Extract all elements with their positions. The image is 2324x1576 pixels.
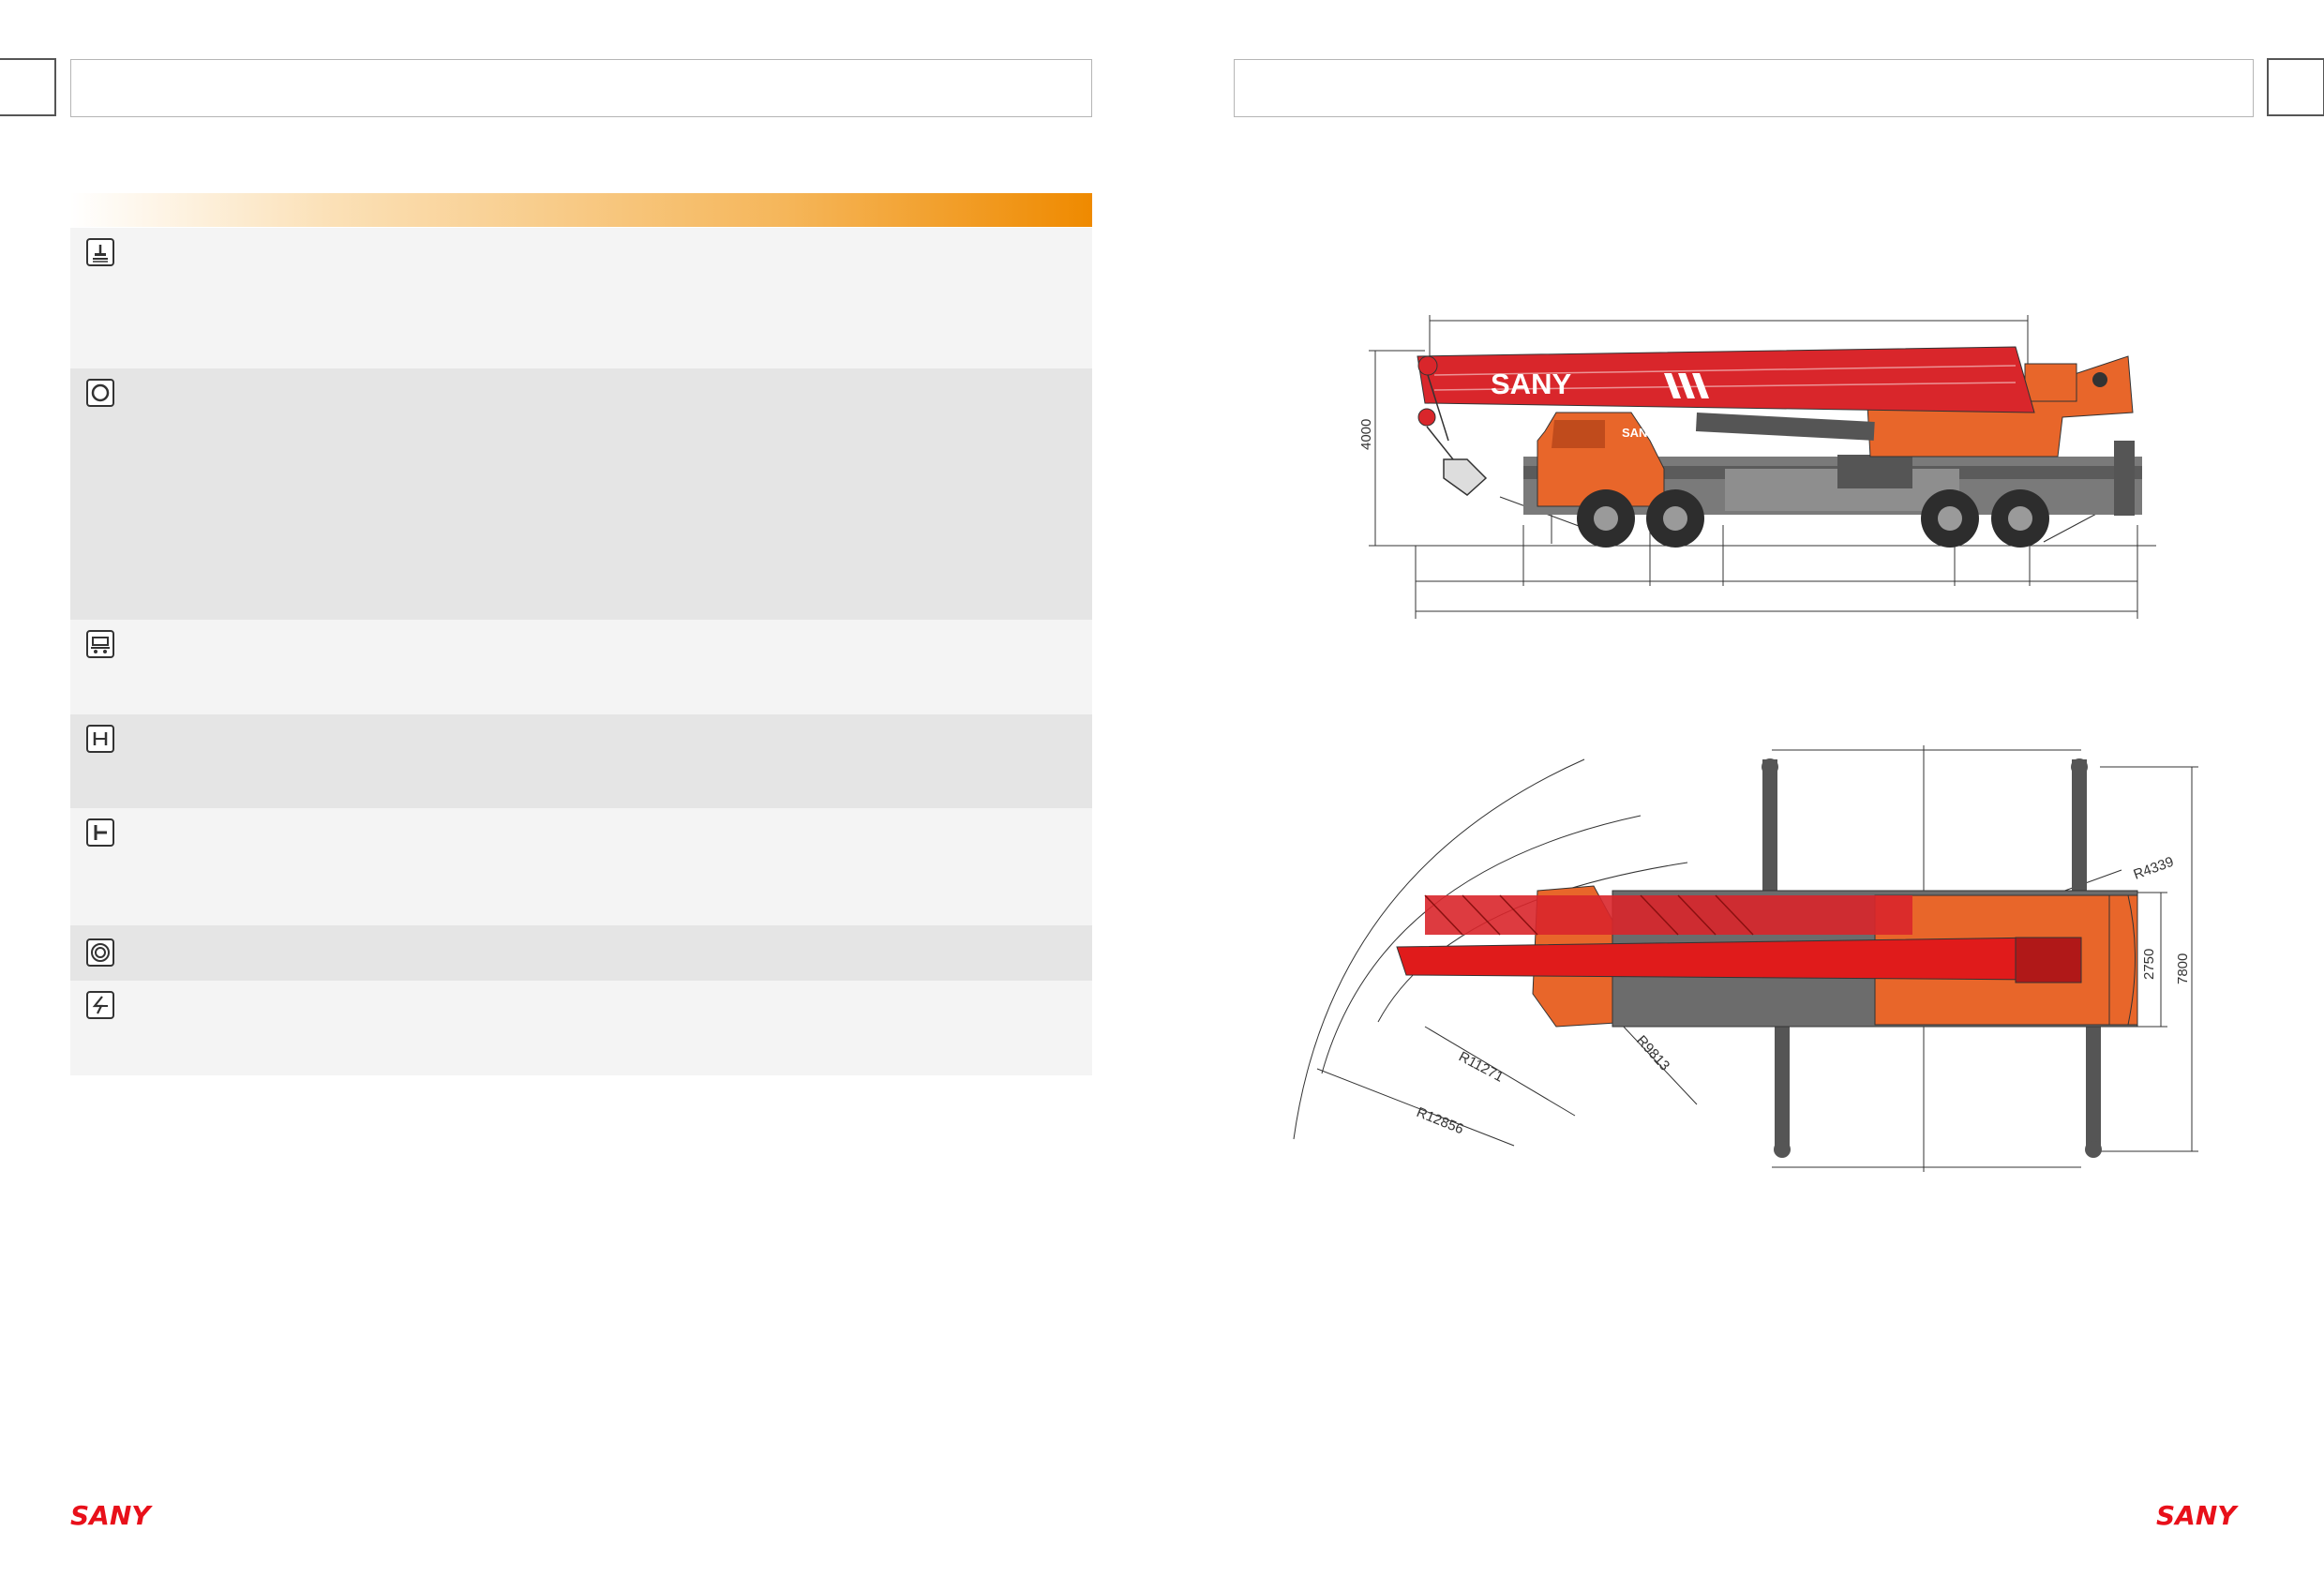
electrical-icon <box>86 991 114 1019</box>
radius-label-r11271: R11271 <box>1456 1049 1506 1086</box>
crane-top-view-drawing: R12856 R11271 R9813 R4339 2750 7800 <box>1293 745 2198 1172</box>
wheels <box>1577 489 2049 548</box>
left-page-tab <box>0 58 56 116</box>
right-footer-logo: SANY <box>2156 1500 2237 1538</box>
right-header-box <box>1234 59 2254 117</box>
crane-side-view-drawing: 4000 SANY SANY <box>1358 315 2156 619</box>
width-dimension-2750: 2750 <box>2141 949 2157 980</box>
side-height-dimension: 4000 <box>1358 419 1374 450</box>
radius-label-r12856: R12856 <box>1415 1104 1466 1137</box>
right-page-tab <box>2267 58 2324 116</box>
left-footer-logo: SANY <box>70 1500 151 1538</box>
cab-logo: SANY <box>1622 426 1656 440</box>
axle-icon <box>86 725 114 753</box>
steering-wheel-icon <box>86 379 114 407</box>
outriggers <box>1762 758 2102 1158</box>
spec-row-control <box>70 228 1092 368</box>
radius-label-r9813: R9813 <box>1633 1032 1672 1073</box>
hook-block <box>1443 458 1488 496</box>
radius-label-r4339: R4339 <box>2132 854 2176 883</box>
right-footer-logo-text: SANY <box>2156 1500 2237 1531</box>
spec-row-tire <box>70 925 1092 981</box>
left-header-box <box>70 59 1092 117</box>
spec-row-outrigger <box>70 808 1092 925</box>
left-footer-logo-text: SANY <box>70 1500 151 1531</box>
chassis-frame-icon <box>86 630 114 658</box>
telescopic-boom <box>1417 346 2035 413</box>
top-lattice-jib <box>1425 895 1912 935</box>
outrigger-icon <box>86 818 114 847</box>
width-dimension-7800: 7800 <box>2175 953 2191 984</box>
spec-row-electrical <box>70 981 1092 1075</box>
boom-logo: SANY <box>1491 368 1571 400</box>
operator-controls-icon <box>86 238 114 266</box>
tire-icon <box>86 938 114 967</box>
spec-row-steering <box>70 368 1092 620</box>
spec-row-axle <box>70 714 1092 808</box>
top-telescopic-boom <box>1396 937 2045 981</box>
section-header-bar <box>70 193 1092 227</box>
spec-row-chassis <box>70 620 1092 714</box>
